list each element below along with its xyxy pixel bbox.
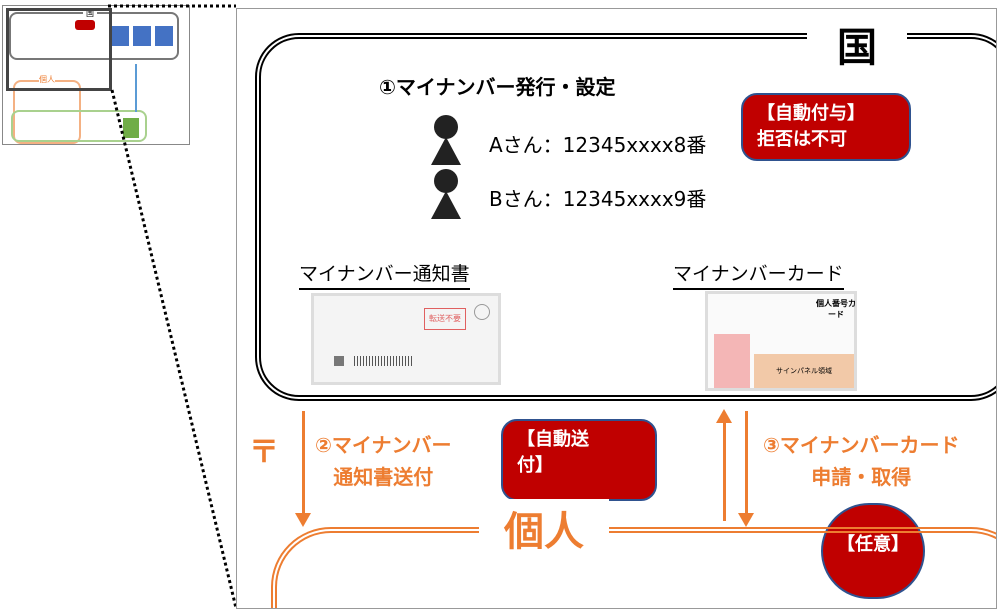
thumb-company-block [123,118,139,138]
person-a-icon [431,115,461,165]
notice-label: マイナンバー通知書 [299,259,470,290]
card-image: 個人番号カード サインパネル領域 [705,291,857,391]
step2-line: ②マイナンバー [315,433,452,457]
person-b-label: Bさん：12345xxxx9番 [489,187,707,211]
notice-image: 転送不要 [311,293,501,385]
kuni-title: 国 [807,15,907,73]
step3-line: ③マイナンバーカード [763,433,960,457]
card-label: マイナンバーカード [673,259,844,290]
kojin-title: 個人 [479,499,609,557]
thumb-block [133,26,151,46]
step2-label: ②マイナンバー 通知書送付 [315,429,452,493]
thumb-company-box [11,110,147,142]
callout-line: 付】 [517,455,553,476]
person-b-icon [431,169,461,219]
auto-send-callout: 【自動送 付】 [501,419,657,501]
step1-label: ①マイナンバー発行・設定 [379,75,616,99]
thumb-block [111,26,129,46]
callout-line: 【自動送 [517,429,589,450]
card-title: 個人番号カード [816,299,856,319]
barcode [354,356,414,366]
thumb-kojin-label: 個人 [39,74,55,85]
overview-thumbnail: 国 個人 [2,5,190,145]
thumb-kuni-label: 国 [83,8,97,19]
thumb-arrow [135,64,137,112]
qr-code [334,356,344,366]
step3-line: 申請・取得 [811,465,912,489]
send-arrow [302,411,305,515]
card-photo [714,334,750,388]
auto-assign-callout: 【自動付与】 拒否は不可 [741,93,911,161]
thumb-callout [75,20,95,30]
callout-line: 拒否は不可 [757,129,847,150]
apply-arrow [723,423,726,521]
card-sign-panel: サインパネル領域 [754,354,854,388]
notice-stamp: 転送不要 [424,308,466,330]
postmark [474,304,490,320]
step3-label: ③マイナンバーカード 申請・取得 [763,429,960,493]
postal-mark-icon: 〒 [249,435,279,470]
step2-line: 通知書送付 [333,465,434,489]
receive-arrow [745,411,748,515]
person-a-label: Aさん：12345xxxx8番 [489,133,707,157]
thumb-block [155,26,173,46]
arrow-down-icon [295,513,311,527]
zoom-panel: 国 ①マイナンバー発行・設定 Aさん：12345xxxx8番 Bさん：12345… [236,8,997,609]
kojin-box [271,527,996,608]
arrow-down-icon [738,513,754,527]
callout-line: 【自動付与】 [757,103,865,124]
optional-callout: 【任意】 [821,503,925,599]
arrow-up-icon [716,409,732,423]
kuni-box [255,33,996,401]
thumb-zoom-frame [6,8,112,91]
